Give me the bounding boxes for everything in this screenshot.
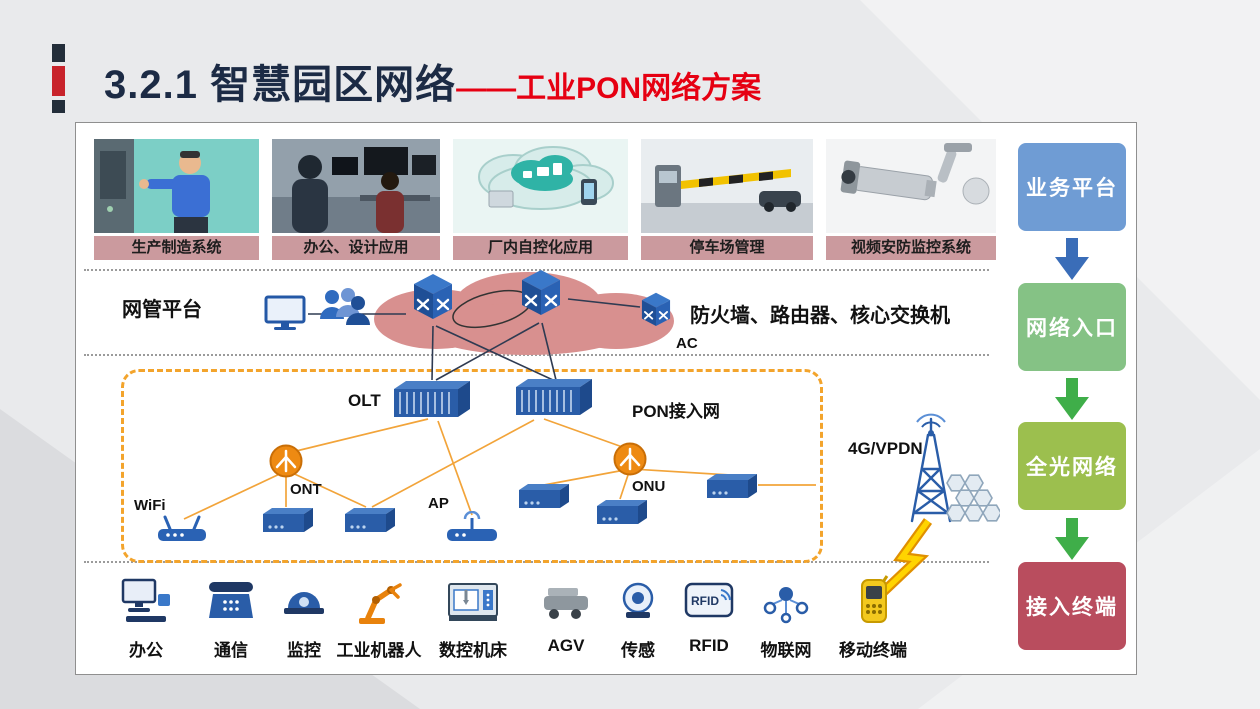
app-video-surveillance: 视频安防监控系统 bbox=[826, 139, 996, 260]
flow-box-optical-network: 全光网络 bbox=[1018, 422, 1126, 510]
monitor-icon bbox=[264, 295, 306, 331]
vpdn-label: 4G/VPDN bbox=[848, 439, 923, 458]
core-switch-icon-2 bbox=[514, 265, 568, 319]
ac-controller-icon bbox=[636, 289, 676, 329]
terminal-surveillance: 监控 bbox=[256, 573, 352, 661]
terminal-rfid: RFID RFID bbox=[661, 573, 757, 656]
office-design-image bbox=[272, 139, 440, 233]
terminal-label: 移动终端 bbox=[839, 641, 907, 660]
parking-image bbox=[641, 139, 813, 233]
olt-label: OLT bbox=[348, 391, 381, 410]
terminal-agv: AGV bbox=[518, 573, 614, 656]
app-caption: 停车场管理 bbox=[641, 236, 813, 260]
title-bullet-dark bbox=[52, 44, 65, 62]
app-factory-automation: 厂内自控化应用 bbox=[453, 139, 628, 260]
dome-camera-icon bbox=[284, 592, 324, 614]
terminal-label: 传感 bbox=[621, 641, 655, 660]
ont-splitter-icon bbox=[268, 443, 304, 479]
flow-box-label: 接入终端 bbox=[1026, 596, 1118, 619]
terminal-iot: 物联网 bbox=[738, 573, 834, 661]
flow-box-label: 网络入口 bbox=[1026, 317, 1118, 340]
fiber-bundle-icon bbox=[940, 469, 1002, 531]
wifi-router-icon bbox=[152, 515, 212, 543]
down-arrow-icon bbox=[1055, 518, 1089, 560]
down-arrow-icon bbox=[1055, 378, 1089, 420]
pon-area-label: PON接入网 bbox=[632, 402, 720, 421]
app-office-design: 办公、设计应用 bbox=[272, 139, 440, 260]
flow-box-label: 业务平台 bbox=[1026, 177, 1118, 200]
app-caption: 办公、设计应用 bbox=[272, 236, 440, 260]
svg-text:RFID: RFID bbox=[691, 594, 719, 608]
title-sub-text: ——工业PON网络方案 bbox=[456, 72, 762, 105]
firewall-router-label: 防火墙、路由器、核心交换机 bbox=[690, 305, 950, 327]
ap-label: AP bbox=[428, 495, 449, 512]
terminal-label: 监控 bbox=[287, 641, 321, 660]
onu-label: ONU bbox=[632, 478, 666, 495]
flow-box-access-terminal: 接入终端 bbox=[1018, 562, 1126, 650]
factory-automation-image bbox=[453, 139, 628, 233]
terminal-label: RFID bbox=[689, 636, 729, 655]
telephone-icon bbox=[209, 582, 253, 618]
ac-label: AC bbox=[676, 335, 698, 352]
terminal-industrial-robot: 工业机器人 bbox=[331, 573, 427, 661]
title-bullet-dark-2 bbox=[52, 100, 65, 113]
flow-box-network-entry: 网络入口 bbox=[1018, 283, 1126, 371]
wifi-label: WiFi bbox=[134, 497, 166, 514]
terminal-label: 办公 bbox=[129, 641, 163, 660]
page-title: 3.2.1 智慧园区网络——工业PON网络方案 bbox=[104, 52, 761, 110]
app-caption: 厂内自控化应用 bbox=[453, 236, 628, 260]
separator-line bbox=[84, 354, 989, 356]
ont-label: ONT bbox=[290, 481, 322, 498]
production-image bbox=[94, 139, 259, 233]
cnc-machine-icon bbox=[448, 583, 498, 621]
handheld-terminal-icon bbox=[861, 575, 889, 623]
separator-line bbox=[84, 269, 989, 271]
ont-terminal-box-icon-2 bbox=[342, 505, 398, 535]
admin-users-icon bbox=[318, 285, 370, 331]
terminal-telecom: 通信 bbox=[183, 573, 279, 661]
sensor-icon bbox=[622, 582, 654, 618]
app-production: 生产制造系统 bbox=[94, 139, 259, 260]
app-caption: 视频安防监控系统 bbox=[826, 236, 996, 260]
onu-terminal-box-icon-2 bbox=[594, 497, 650, 527]
ont-terminal-box-icon bbox=[260, 505, 316, 535]
terminal-label: 数控机床 bbox=[439, 641, 507, 660]
flow-box-business-platform: 业务平台 bbox=[1018, 143, 1126, 231]
diagram-panel: 生产制造系统 办公、设计应用 bbox=[75, 122, 1137, 675]
olt-device-icon bbox=[390, 377, 474, 421]
onu-terminal-box-icon bbox=[516, 481, 572, 511]
video-surveillance-image bbox=[826, 139, 996, 233]
terminal-sensor: 传感 bbox=[590, 573, 686, 661]
title-main-text: 3.2.1 智慧园区网络 bbox=[104, 63, 457, 107]
terminal-cnc: 数控机床 bbox=[425, 573, 521, 661]
onu-splitter-icon bbox=[612, 441, 648, 477]
cell-tower-icon bbox=[898, 413, 964, 525]
app-caption: 生产制造系统 bbox=[94, 236, 259, 260]
rfid-tag-icon: RFID bbox=[684, 582, 734, 618]
access-point-icon bbox=[442, 510, 502, 543]
terminal-label: 物联网 bbox=[760, 641, 812, 660]
robot-arm-icon bbox=[359, 583, 402, 624]
terminal-mobile: 移动终端 bbox=[825, 573, 921, 661]
down-arrow-icon bbox=[1055, 238, 1089, 280]
core-switch-icon bbox=[406, 269, 460, 323]
flow-box-label: 全光网络 bbox=[1026, 456, 1118, 479]
network-mgmt-label: 网管平台 bbox=[122, 299, 202, 321]
agv-vehicle-icon bbox=[544, 588, 588, 619]
onu-terminal-box-icon-3 bbox=[704, 471, 760, 501]
olt-device-icon-2 bbox=[512, 375, 596, 419]
terminal-label: 工业机器人 bbox=[336, 641, 422, 660]
app-parking: 停车场管理 bbox=[641, 139, 813, 260]
terminal-label: AGV bbox=[547, 636, 585, 655]
iot-network-icon bbox=[763, 587, 809, 624]
terminal-office: 办公 bbox=[98, 573, 194, 661]
title-bullet-red bbox=[52, 66, 65, 96]
terminal-label: 通信 bbox=[214, 641, 248, 660]
office-computer-icon bbox=[121, 578, 170, 622]
